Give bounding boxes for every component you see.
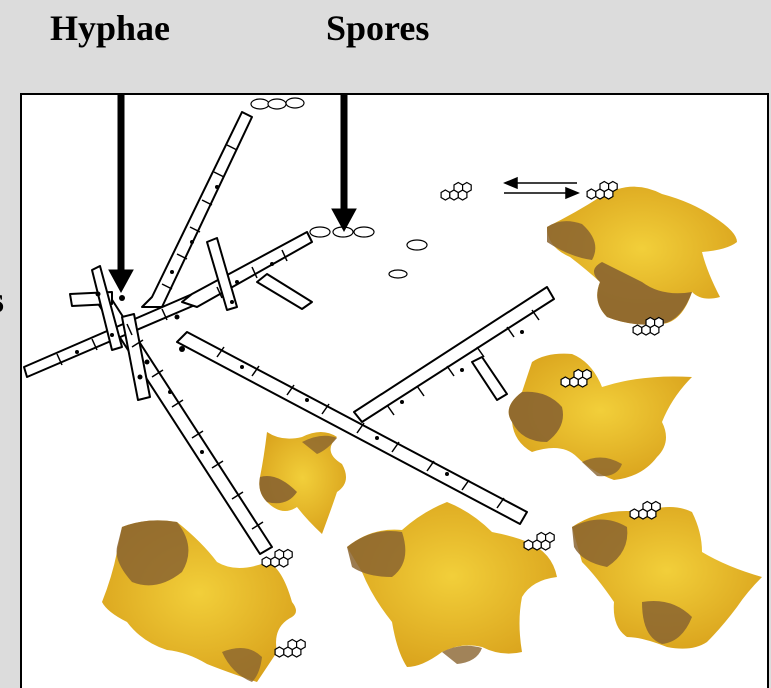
hypha-right-stub xyxy=(472,357,507,400)
diagram-panel xyxy=(20,93,769,688)
spore xyxy=(310,227,330,237)
spore xyxy=(354,227,374,237)
spore xyxy=(286,98,304,108)
soil-particles xyxy=(102,187,762,682)
particle-2 xyxy=(509,354,692,480)
spore xyxy=(407,240,427,250)
pah-molecule-icon xyxy=(441,183,471,201)
pah-molecule-icon xyxy=(630,502,660,520)
pah-molecule-icon xyxy=(275,640,305,658)
pah-molecule-icon xyxy=(587,182,617,200)
particle-3 xyxy=(259,432,346,534)
particle-6 xyxy=(572,507,762,649)
diagram-canvas xyxy=(22,95,769,688)
label-arrows xyxy=(109,95,356,292)
spore xyxy=(268,99,286,109)
particle-5 xyxy=(347,502,557,667)
particle-1 xyxy=(547,187,737,325)
hyphae-label: Hyphae xyxy=(50,10,170,46)
cut-off-label: s xyxy=(0,282,4,318)
spores-label: Spores xyxy=(326,10,429,46)
pah-molecule-icon xyxy=(262,550,292,568)
pah-molecule-icon xyxy=(524,533,554,551)
hypha-mid-right xyxy=(257,274,312,309)
equilibrium-arrows-icon xyxy=(504,178,578,198)
spore xyxy=(389,270,407,278)
spore xyxy=(251,99,269,109)
